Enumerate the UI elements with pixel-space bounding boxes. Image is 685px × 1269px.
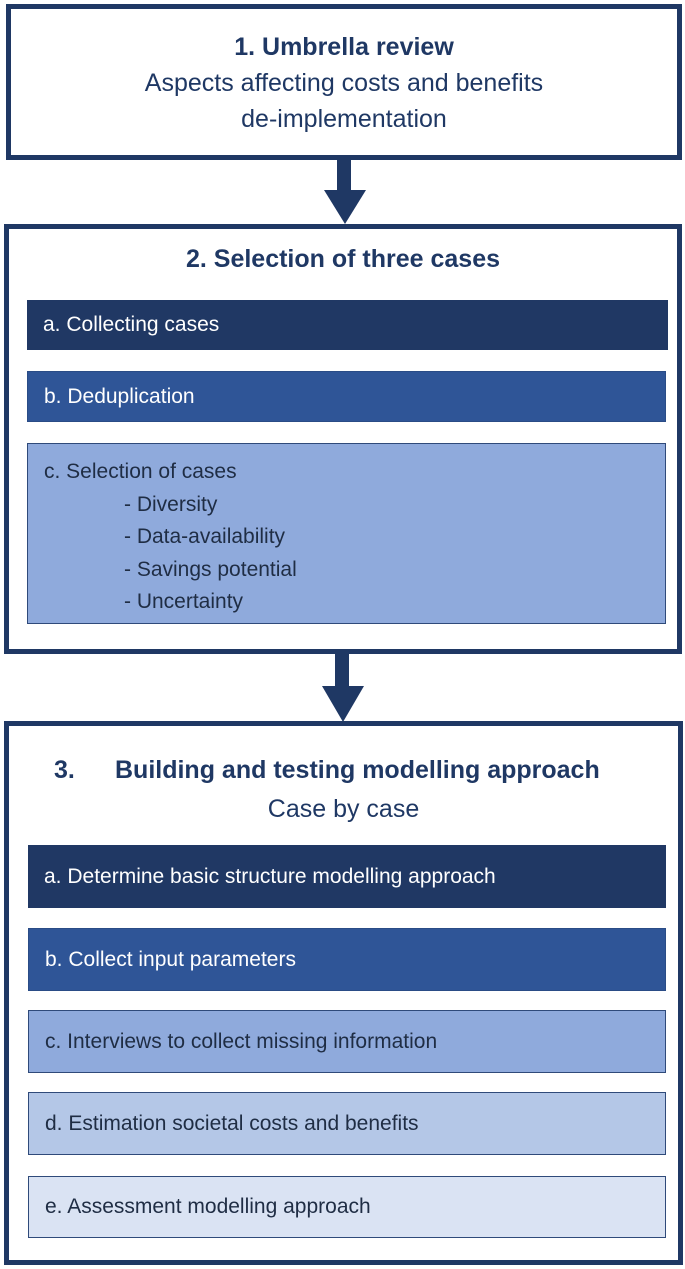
step-estimation-costs-benefits-label: d. Estimation societal costs and benefit… <box>45 1111 419 1135</box>
step-selection-of-cases: c. Selection of cases - Diversity - Data… <box>27 443 666 624</box>
step-deduplication: b. Deduplication <box>27 371 666 422</box>
step-assessment-modelling: e. Assessment modelling approach <box>28 1176 666 1238</box>
criterion-uncertainty: - Uncertainty <box>124 590 244 613</box>
step-collect-input-parameters-label: b. Collect input parameters <box>45 947 296 971</box>
umbrella-review-title: 1. Umbrella review <box>234 33 454 61</box>
criterion-savings-potential: - Savings potential <box>124 557 297 581</box>
step-determine-structure: a. Determine basic structure modelling a… <box>28 845 666 908</box>
umbrella-review-subtitle-line1: Aspects affecting costs and benefits <box>144 69 544 97</box>
criterion-diversity: - Diversity <box>124 492 218 516</box>
step-determine-structure-label: a. Determine basic structure modelling a… <box>44 864 496 888</box>
selection-of-cases-box: 2. Selection of three cases a. Collectin… <box>4 224 682 654</box>
modelling-approach-title: Building and testing modelling approach <box>115 756 600 784</box>
umbrella-review-box: 1. Umbrella review Aspects affecting cos… <box>6 4 682 160</box>
step-selection-of-cases-label: c. Selection of cases <box>44 460 237 483</box>
criterion-data-availability: - Data-availability <box>124 525 286 548</box>
step-assessment-modelling-label: e. Assessment modelling approach <box>45 1195 371 1218</box>
modelling-approach-box: 3. Building and testing modelling approa… <box>4 721 683 1265</box>
step-collecting-cases-label: a. Collecting cases <box>43 313 220 336</box>
step-collect-input-parameters: b. Collect input parameters <box>28 928 666 991</box>
umbrella-review-subtitle-line2: de-implementation <box>241 105 447 133</box>
modelling-approach-subtitle: Case by case <box>267 795 420 823</box>
step-interviews-label: c. Interviews to collect missing informa… <box>45 1029 438 1053</box>
selection-of-cases-title: 2. Selection of three cases <box>185 245 501 273</box>
modelling-approach-number: 3. <box>54 756 75 784</box>
step-deduplication-label: b. Deduplication <box>44 384 195 408</box>
step-estimation-costs-benefits: d. Estimation societal costs and benefit… <box>28 1092 666 1155</box>
step-interviews: c. Interviews to collect missing informa… <box>28 1010 666 1073</box>
down-arrow-1 <box>324 158 366 224</box>
step-collecting-cases: a. Collecting cases <box>27 300 668 350</box>
down-arrow-2 <box>322 652 364 722</box>
